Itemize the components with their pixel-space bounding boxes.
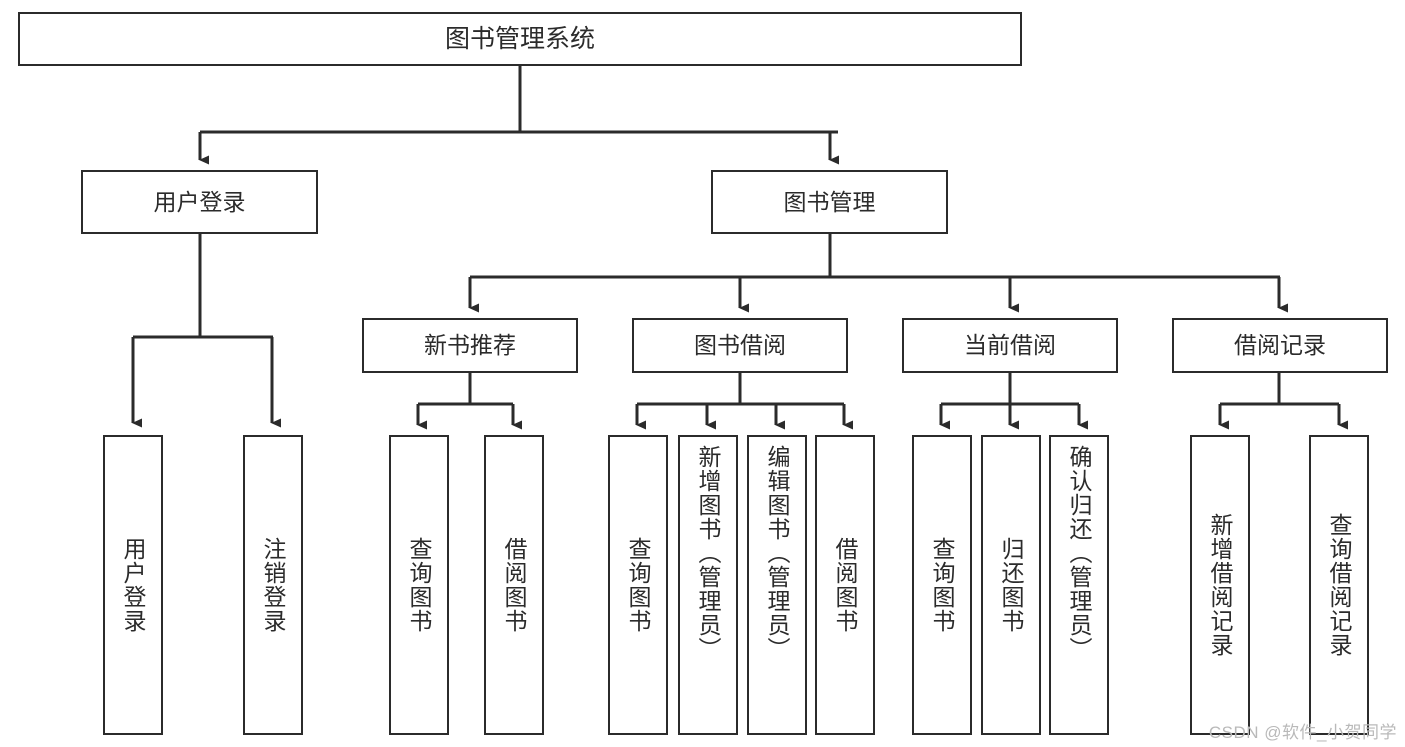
leaf-query-book-1[interactable]: 查询图书 bbox=[389, 435, 449, 735]
leaf-user-login[interactable]: 用户登录 bbox=[103, 435, 163, 735]
leaf-query-book-2-label: 查询图书 bbox=[625, 537, 652, 633]
node-book-manage-label: 图书管理 bbox=[783, 188, 876, 215]
node-book-borrow-label: 图书借阅 bbox=[694, 332, 786, 359]
leaf-add-record-label: 新增借阅记录 bbox=[1207, 513, 1234, 657]
node-new-book-recommend-label: 新书推荐 bbox=[424, 332, 516, 359]
leaf-user-login-label: 用户登录 bbox=[120, 537, 147, 633]
leaf-return-book-label: 归还图书 bbox=[998, 537, 1025, 633]
leaf-borrow-book-2[interactable]: 借阅图书 bbox=[815, 435, 875, 735]
node-borrow-record-label: 借阅记录 bbox=[1234, 332, 1326, 359]
leaf-edit-book-label: 编辑图书（管理员） bbox=[764, 445, 791, 661]
leaf-borrow-book-1[interactable]: 借阅图书 bbox=[484, 435, 544, 735]
leaf-add-record[interactable]: 新增借阅记录 bbox=[1190, 435, 1250, 735]
node-user-login[interactable]: 用户登录 bbox=[81, 170, 318, 234]
leaf-query-book-3[interactable]: 查询图书 bbox=[912, 435, 972, 735]
node-root-label: 图书管理系统 bbox=[444, 24, 595, 53]
leaf-query-record-label: 查询借阅记录 bbox=[1326, 513, 1353, 657]
leaf-query-book-2[interactable]: 查询图书 bbox=[608, 435, 668, 735]
node-book-manage[interactable]: 图书管理 bbox=[711, 170, 948, 234]
node-current-borrow-label: 当前借阅 bbox=[964, 332, 1056, 359]
leaf-edit-book[interactable]: 编辑图书（管理员） bbox=[747, 435, 807, 735]
leaf-borrow-book-1-label: 借阅图书 bbox=[501, 537, 528, 633]
node-root[interactable]: 图书管理系统 bbox=[18, 12, 1022, 66]
leaf-add-book[interactable]: 新增图书（管理员） bbox=[678, 435, 738, 735]
node-current-borrow[interactable]: 当前借阅 bbox=[902, 318, 1118, 373]
leaf-query-record[interactable]: 查询借阅记录 bbox=[1309, 435, 1369, 735]
leaf-add-book-label: 新增图书（管理员） bbox=[695, 445, 722, 661]
leaf-confirm-return-label: 确认归还（管理员） bbox=[1066, 445, 1093, 661]
node-new-book-recommend[interactable]: 新书推荐 bbox=[362, 318, 578, 373]
csdn-watermark: CSDN @软件_小贺同学 bbox=[1208, 723, 1397, 742]
leaf-confirm-return[interactable]: 确认归还（管理员） bbox=[1049, 435, 1109, 735]
node-user-login-label: 用户登录 bbox=[153, 188, 246, 215]
leaf-return-book[interactable]: 归还图书 bbox=[981, 435, 1041, 735]
node-book-borrow[interactable]: 图书借阅 bbox=[632, 318, 848, 373]
leaf-query-book-3-label: 查询图书 bbox=[929, 537, 956, 633]
node-borrow-record[interactable]: 借阅记录 bbox=[1172, 318, 1388, 373]
leaf-user-logout-label: 注销登录 bbox=[260, 537, 287, 633]
leaf-borrow-book-2-label: 借阅图书 bbox=[832, 537, 859, 633]
leaf-query-book-1-label: 查询图书 bbox=[406, 537, 433, 633]
leaf-user-logout[interactable]: 注销登录 bbox=[243, 435, 303, 735]
